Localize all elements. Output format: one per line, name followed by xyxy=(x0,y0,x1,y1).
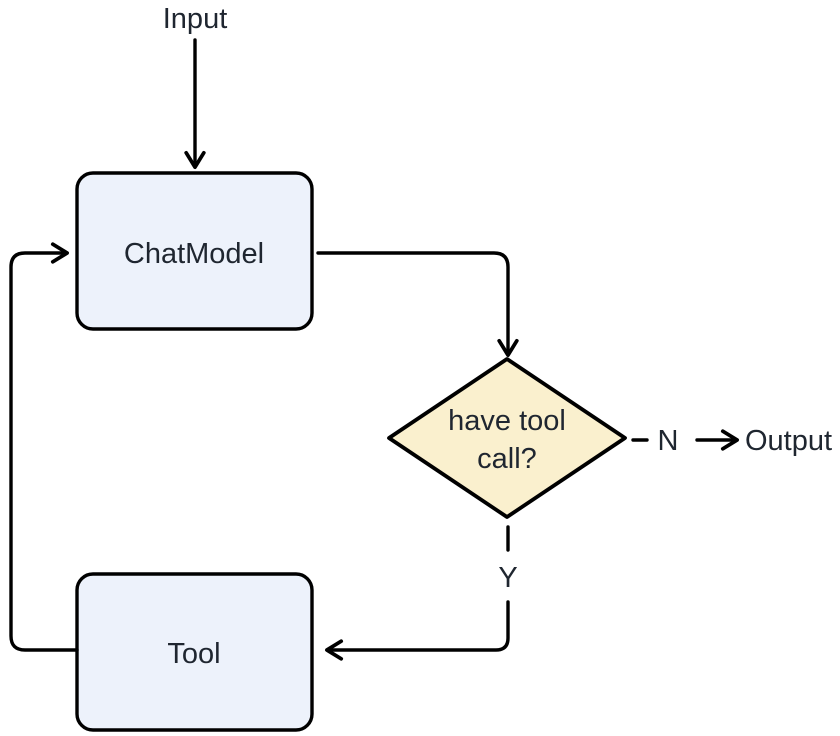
no-edge-label: N xyxy=(658,425,679,457)
output-label: Output xyxy=(745,425,832,457)
decision-label-line2: call? xyxy=(477,443,537,475)
yes-edge-label: Y xyxy=(498,562,517,594)
chatmodel-node xyxy=(75,171,314,331)
tool-to-chatmodel-arrow xyxy=(9,242,79,652)
tool-node xyxy=(75,572,314,732)
decision-node xyxy=(387,357,627,519)
chatmodel-to-decision-arrow xyxy=(316,251,519,357)
chatmodel-label: ChatModel xyxy=(124,238,264,270)
yes-edge-arrow xyxy=(325,600,510,661)
input-label: Input xyxy=(163,3,228,35)
tool-label: Tool xyxy=(167,638,220,670)
decision-label-line1: have tool xyxy=(448,405,566,437)
